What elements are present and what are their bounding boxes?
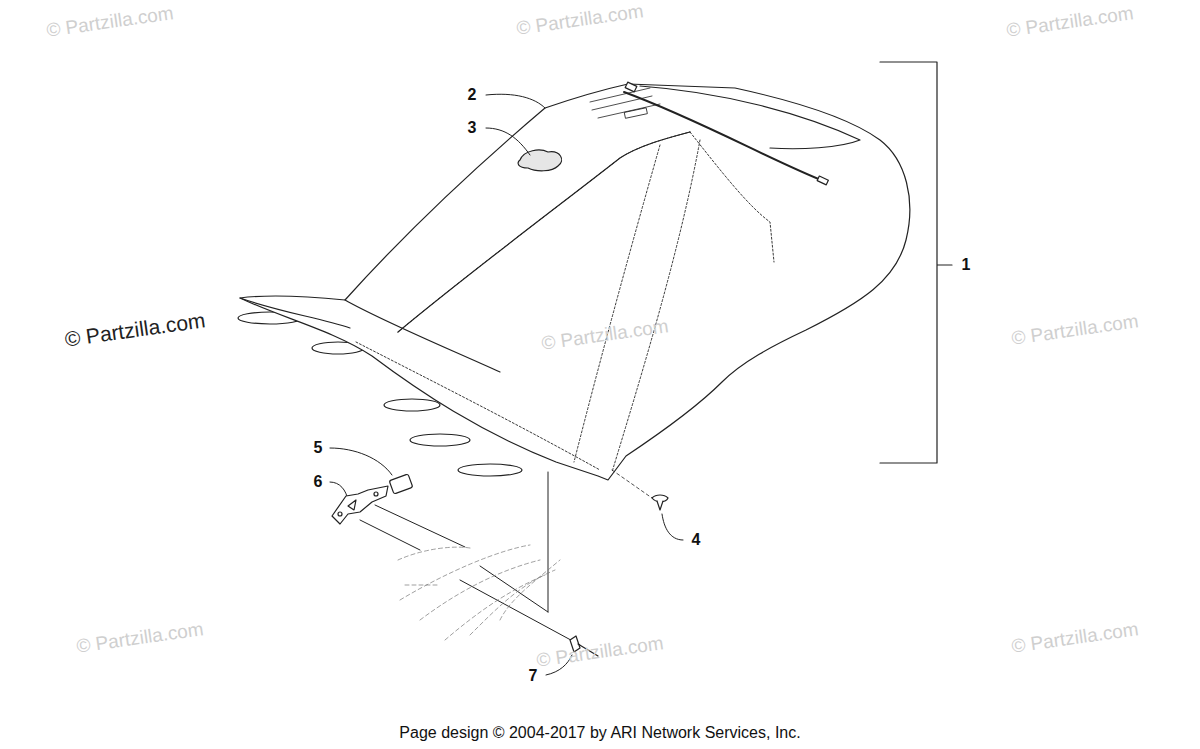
watermark: © Partzilla.com [1005, 2, 1135, 42]
screw-axis [612, 470, 652, 498]
callout-number: 2 [468, 86, 477, 104]
watermark: © Partzilla.com [515, 0, 645, 40]
assembly-bracket [880, 62, 952, 463]
screw [652, 495, 668, 510]
caption-text: Page design © 2004-2017 by ARI Network S… [399, 724, 800, 742]
seat-outline [240, 84, 910, 480]
zipper-pull [817, 176, 828, 185]
panel-line [345, 300, 500, 372]
watermark: © Partzilla.com [535, 632, 665, 672]
callout-number: 4 [692, 531, 701, 549]
seams [356, 132, 774, 472]
callout-number: 1 [962, 256, 971, 274]
tunnel-fragment [398, 545, 560, 640]
zipper-pull [625, 82, 637, 92]
callout-number: 5 [314, 439, 323, 457]
callout-number: 7 [529, 667, 538, 685]
pocket-edge [640, 86, 860, 149]
repair-patch [518, 150, 562, 171]
panel-line [398, 132, 690, 332]
watermark: © Partzilla.com [45, 2, 175, 42]
watermark: © Partzilla.com [63, 308, 206, 351]
watermark: © Partzilla.com [75, 618, 205, 658]
clip [389, 474, 413, 494]
leader-lines [330, 94, 683, 675]
seat-logo [590, 88, 660, 118]
mounting-axes [360, 472, 580, 645]
watermark: © Partzilla.com [1010, 618, 1140, 658]
watermark: © Partzilla.com [1010, 310, 1140, 350]
seat-edge [240, 298, 350, 328]
callout-number: 3 [468, 119, 477, 137]
callout-number: 6 [314, 473, 323, 491]
mounting-bracket [332, 486, 388, 524]
